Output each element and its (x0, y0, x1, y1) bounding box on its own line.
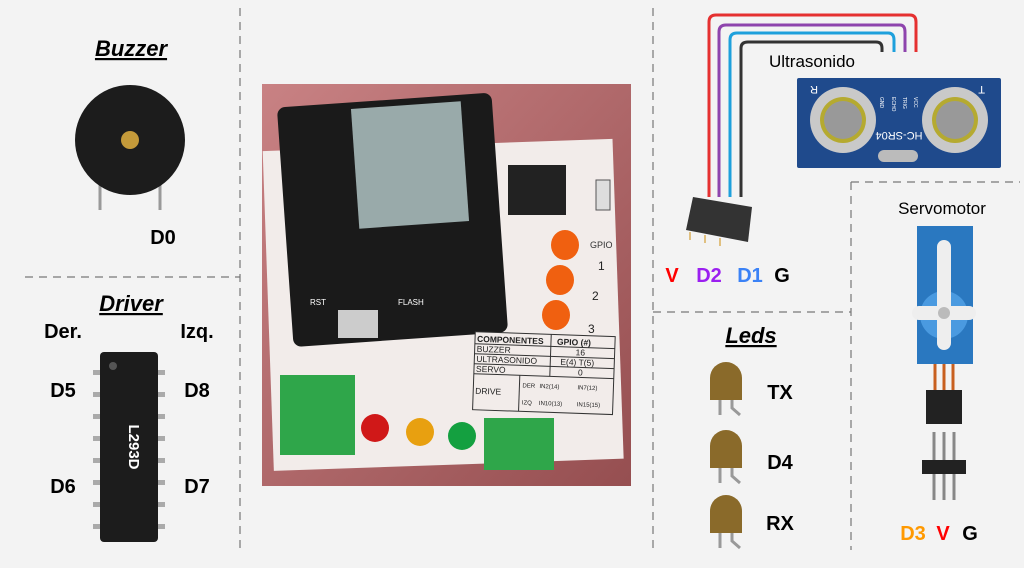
servo-pin-v: V (936, 523, 950, 545)
flash-label: FLASH (398, 298, 424, 307)
pin-trig: TRIG (901, 97, 907, 109)
driver-izq-label: Izq. (180, 321, 213, 343)
servo-title: Servomotor (898, 199, 986, 218)
servo-pin-d3: D3 (900, 523, 926, 545)
buzzer-icon (75, 85, 185, 210)
driver-der-label: Der. (44, 321, 82, 343)
driver-pin-d6: D6 (50, 476, 76, 498)
ultrasonic-section: Ultrasonido HC-SR04 R T GND ECHO TRIG VC… (665, 13, 1001, 287)
chip-pin (158, 392, 165, 397)
chip-pin (93, 370, 100, 375)
driver-section: Driver Der. Izq. D5 D8 D6 D7 L293D (44, 291, 214, 542)
ultrasonic-pin-g: G (774, 265, 790, 287)
sensor-r-label: R (810, 83, 818, 95)
pin-gnd: GND (878, 97, 884, 109)
table-cell: BUZZER (477, 344, 511, 355)
pin-echo: ECHO (890, 97, 896, 112)
led-label-rx: RX (766, 513, 794, 535)
ultrasonic-pin-d2: D2 (696, 265, 722, 287)
led-icon (710, 495, 742, 550)
table-cell: IN2(14) (539, 384, 559, 391)
chip-pin (158, 458, 165, 463)
terminal-blocks (280, 375, 554, 470)
dividers (25, 8, 1020, 550)
table-cell: IN7(12) (577, 385, 597, 392)
led-label-tx: TX (767, 382, 793, 404)
driver-title: Driver (99, 291, 164, 316)
table-cell: IZQ (522, 400, 533, 406)
chip-pin (93, 524, 100, 529)
buzzer-title: Buzzer (95, 36, 169, 61)
pin-vcc: VCC (912, 97, 918, 108)
table-cell: SERVO (476, 364, 506, 375)
chip-pin (93, 502, 100, 507)
led-number-1: 1 (598, 259, 605, 273)
chip-pin (158, 436, 165, 441)
table-header: GPIO (#) (557, 337, 592, 348)
led-label-d4: D4 (767, 452, 793, 474)
led-icon (710, 430, 742, 485)
driver-pin-d5: D5 (50, 380, 76, 402)
hc-sr04-sensor-icon (797, 78, 1001, 168)
led-icon (710, 362, 742, 417)
chip-pin (158, 370, 165, 375)
chip-pin (93, 436, 100, 441)
table-cell: E(4) T(5) (560, 357, 594, 368)
led-number-2: 2 (592, 289, 599, 303)
ultrasonic-pin-v: V (665, 265, 679, 287)
ultrasonic-pin-d1: D1 (737, 265, 763, 287)
led-number-3: 3 (588, 322, 595, 336)
leds-title: Leds (725, 323, 776, 348)
ultrasonic-title: Ultrasonido (769, 52, 855, 71)
ultrasonic-wires (707, 13, 918, 197)
table-cell: 16 (575, 347, 585, 357)
driver-pin-d7: D7 (184, 476, 210, 498)
chip-label: L293D (125, 424, 142, 469)
chip-pin (93, 480, 100, 485)
photo-leds (542, 230, 579, 330)
table-cell: IN10(13) (539, 401, 563, 408)
table-cell: 0 (578, 367, 583, 377)
servo-pin-g: G (962, 523, 978, 545)
buzzer-section: Buzzer D0 (75, 36, 185, 249)
chip-pin (158, 414, 165, 419)
sensor-model: HC-SR04 (875, 129, 922, 141)
leds-section: Leds TX D4 RX (710, 323, 795, 550)
table-cell: ULTRASONIDO (476, 354, 537, 366)
component-table: COMPONENTES GPIO (#) BUZZER 16 ULTRASONI… (472, 331, 616, 416)
chip-pin (93, 392, 100, 397)
table-header: COMPONENTES (477, 334, 544, 346)
table-cell: DRIVE (475, 386, 502, 397)
board-photo: RST FLASH GPIO 1 2 3 COMPONENTES GPIO (#… (262, 84, 631, 486)
buzzer-pin-label: D0 (150, 227, 176, 249)
l293d-chip-icon (93, 352, 165, 542)
chip-pin (158, 480, 165, 485)
chip-pin (93, 414, 100, 419)
servo-section: Servomotor D3 V G (898, 199, 986, 545)
chip-pin (158, 502, 165, 507)
chip-pin (158, 524, 165, 529)
sensor-t-label: T (978, 83, 985, 95)
header-connector-icon (686, 197, 752, 246)
servo-motor-icon (912, 226, 976, 500)
rst-label: RST (310, 298, 326, 307)
driver-pin-d8: D8 (184, 380, 210, 402)
table-cell: IN15(15) (577, 402, 601, 409)
chip-pin (93, 458, 100, 463)
gpio-label: GPIO (590, 240, 613, 250)
table-cell: DER (522, 383, 536, 389)
